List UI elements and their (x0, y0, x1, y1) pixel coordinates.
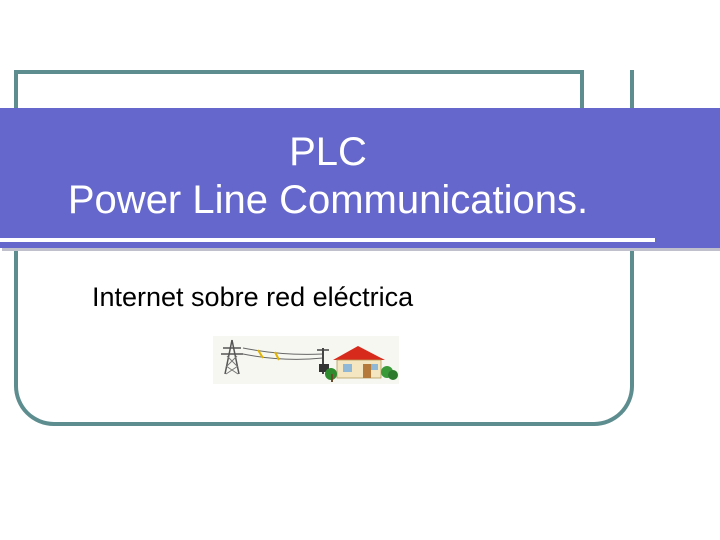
power-line-to-house-illustration (213, 336, 399, 384)
slide-subtitle: Internet sobre red eléctrica (92, 282, 414, 312)
power-pylon-icon (221, 339, 243, 375)
title-line-1: PLC (289, 130, 367, 174)
frame-right-border (580, 70, 584, 110)
house-icon (333, 346, 385, 379)
power-line-illustration-svg (221, 339, 398, 382)
slide-frame (14, 70, 634, 426)
slide-title: PLC Power Line Communications. (0, 128, 656, 224)
power-wires-icon (242, 347, 324, 361)
title-underline (0, 238, 655, 242)
utility-pole-icon (317, 348, 329, 374)
frame-top-border (14, 70, 584, 74)
title-band (0, 108, 720, 248)
title-line-2: Power Line Communications. (67, 178, 589, 222)
trees-icon (325, 366, 398, 382)
